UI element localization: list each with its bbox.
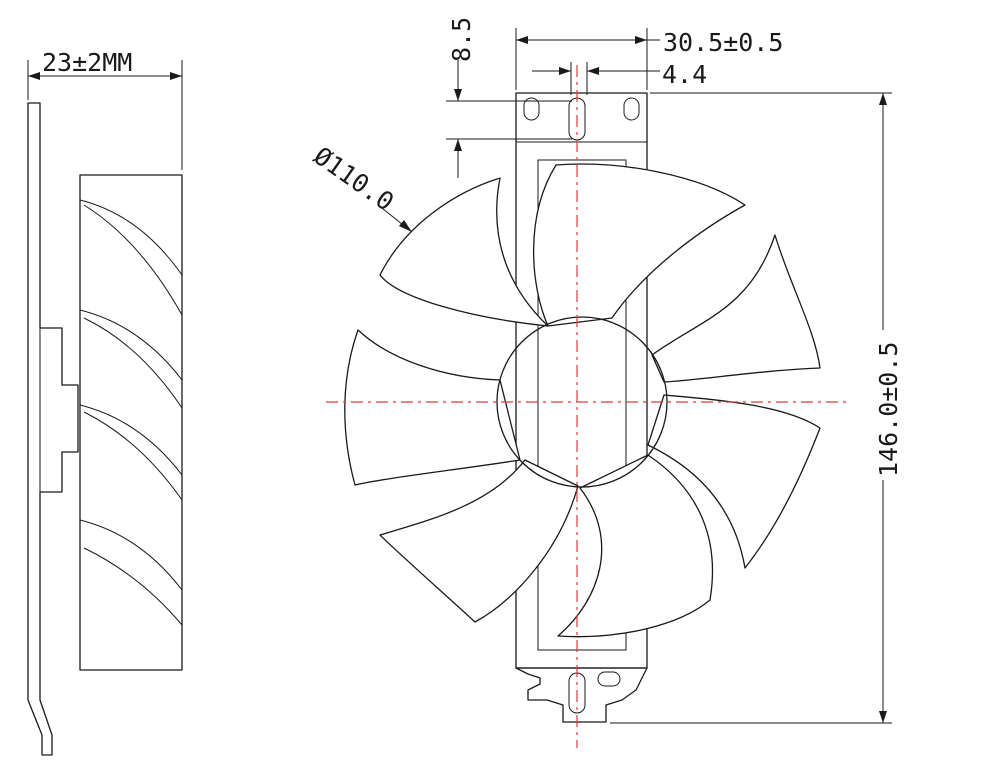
side-view-blades bbox=[79, 199, 183, 626]
diameter-dimension-label: Ø110.0 bbox=[309, 141, 400, 217]
mounting-hole-left bbox=[523, 97, 540, 121]
bracket-width-dimension-label: 30.5±0.5 bbox=[663, 28, 783, 57]
thickness-dimension-label: 23±2MM bbox=[42, 48, 132, 77]
front-view: Ø110.0 30.5±0.5 4.4 8.5 146.0±0.5 bbox=[309, 17, 903, 748]
total-height-dimension-label: 146.0±0.5 bbox=[874, 342, 903, 477]
mounting-hole-right bbox=[623, 97, 640, 121]
mounting-hole-bottom bbox=[597, 671, 621, 687]
slot-offset-dimension-label: 8.5 bbox=[447, 17, 476, 62]
slot-width-dimension-label: 4.4 bbox=[662, 60, 707, 89]
fan-blades bbox=[344, 163, 821, 638]
side-view: 23±2MM bbox=[27, 48, 183, 756]
fan-hub bbox=[496, 316, 668, 488]
